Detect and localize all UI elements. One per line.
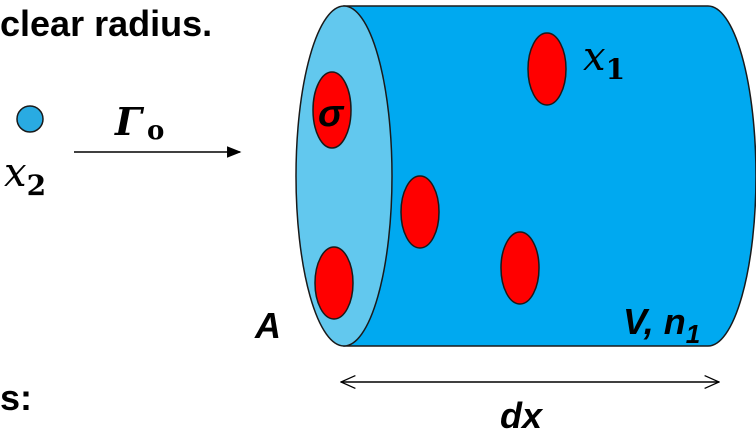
area-label: A: [254, 305, 281, 346]
nucleus-top-right: [527, 32, 567, 106]
nucleus-inner-left: [400, 175, 440, 249]
volume-density-label: V, n1: [623, 301, 700, 349]
header-text-fragment: clear radius.: [0, 3, 212, 44]
target-nuclei: [312, 32, 567, 320]
nucleus-face-top: [312, 71, 352, 149]
target-particle-label: x1: [583, 34, 625, 86]
thickness-label: dx: [500, 395, 544, 436]
nucleus-face-bottom: [314, 246, 354, 320]
nucleus-inner-right: [500, 231, 540, 305]
incoming-particle: [16, 105, 44, 133]
cross-section-label: σ: [318, 93, 345, 135]
incoming-particle-label: x2: [4, 150, 46, 202]
footer-text-fragment: s:: [0, 377, 32, 418]
